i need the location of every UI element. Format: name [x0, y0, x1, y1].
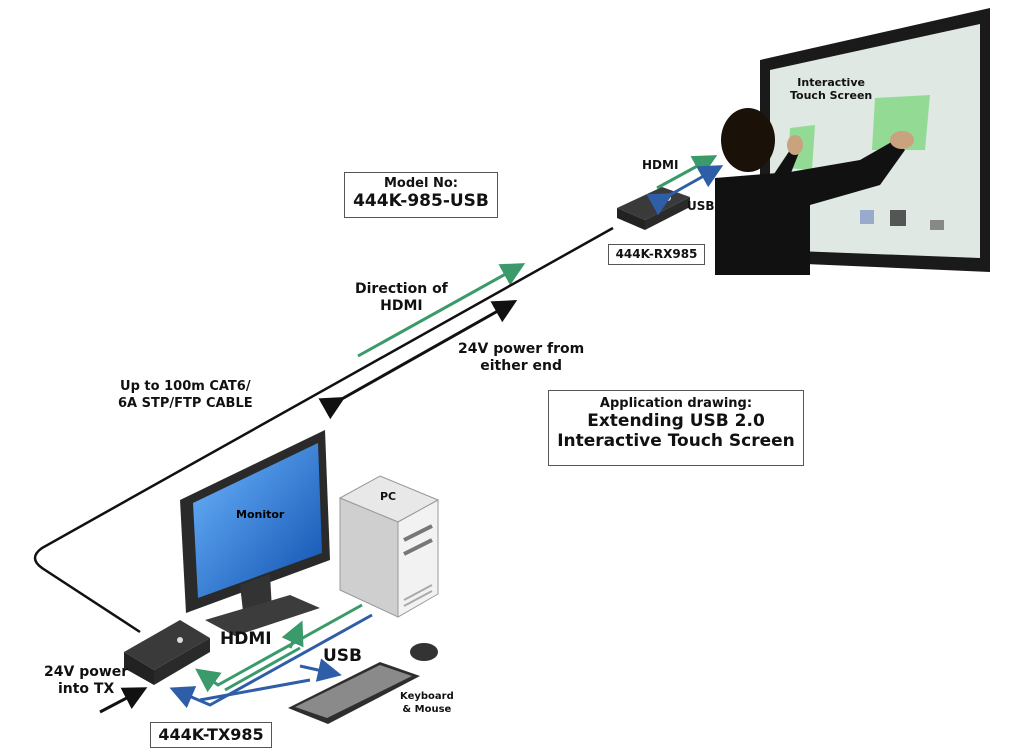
touch-screen [760, 8, 990, 272]
model-no-value: 444K-985-USB [353, 191, 489, 211]
power-either-end-label: 24V power from either end [458, 341, 585, 374]
tx-hdmi-label: HDMI [220, 629, 272, 649]
rx-usb-arrow [646, 165, 724, 216]
person-figure [715, 108, 914, 275]
tx-device [124, 620, 210, 685]
rx-usb-label: USB [687, 199, 715, 213]
screen-label: Interactive Touch Screen [790, 76, 873, 102]
pc-tower [338, 475, 440, 618]
monitor-hdmi-arrow [281, 620, 304, 649]
tx-usb-label: USB [323, 646, 363, 666]
rx-label: 444K-RX985 [615, 247, 698, 261]
tx-label: 444K-TX985 [158, 725, 264, 744]
cable-label: Up to 100m CAT6/ 6A STP/FTP CABLE [118, 379, 253, 411]
monitor-label: Monitor [236, 508, 285, 521]
keyboard-mouse-label: Keyboard & Mouse [400, 691, 454, 715]
model-number-box: Model No: 444K-985-USB [344, 172, 498, 218]
model-no-caption: Model No: [384, 176, 458, 191]
tx-usb-arrow [169, 613, 373, 709]
app-caption: Application drawing: [599, 396, 753, 411]
tx-usb-arrow-2 [199, 678, 311, 702]
keyboard-usb-arrow [299, 658, 342, 682]
keyboard-mouse [288, 643, 438, 724]
tx-hdmi-arrow-2 [224, 646, 301, 692]
tx-hdmi-arrow [195, 603, 363, 693]
rx-hdmi-label: HDMI [642, 158, 679, 172]
application-drawing-box: Application drawing: Extending USB 2.0 I… [548, 390, 804, 466]
pc-label: PC [380, 490, 397, 503]
power-into-tx-label: 24V power into TX [44, 664, 129, 697]
monitor-device [180, 430, 330, 636]
rx-label-box: 444K-RX985 [608, 244, 705, 265]
app-title-line2: Interactive Touch Screen [557, 431, 795, 451]
tx-label-box: 444K-TX985 [150, 722, 272, 748]
power-tx-arrow [99, 687, 148, 714]
app-title-line1: Extending USB 2.0 [587, 411, 765, 431]
power-double-arrow [318, 300, 518, 420]
cat6-cable [33, 226, 614, 634]
rx-device [617, 187, 690, 230]
direction-of-hdmi-label: Direction of HDMI [355, 281, 448, 314]
